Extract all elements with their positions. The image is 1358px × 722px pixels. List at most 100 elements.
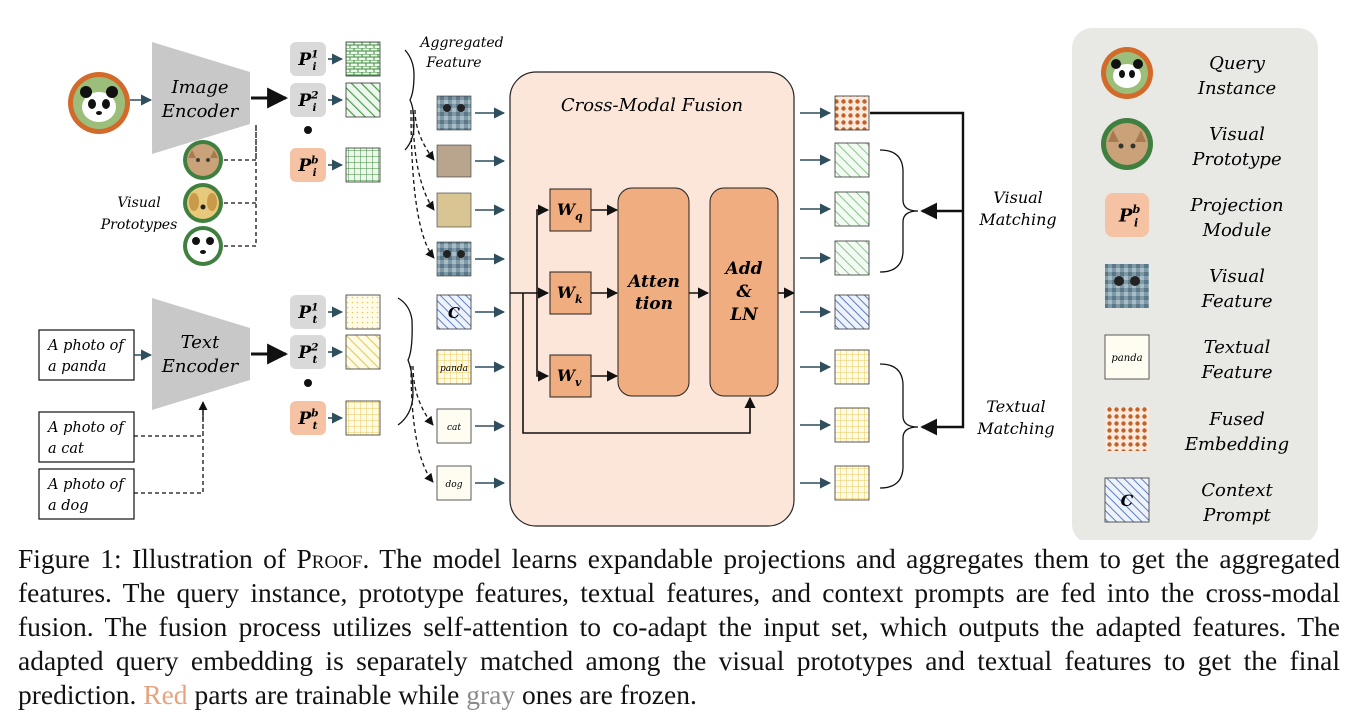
visual-matching-label-1: Visual: [993, 188, 1043, 207]
svg-text:Textual: Textual: [1204, 337, 1271, 358]
svg-text:Visual: Visual: [1209, 266, 1265, 287]
visual-matching-label-2: Matching: [978, 210, 1056, 229]
proof-architecture-diagram: Cross-Modal Fusion Image Encoder Visual …: [38, 28, 1318, 540]
svg-text:Context: Context: [1201, 480, 1273, 501]
visual-prototypes-label-1: Visual: [117, 195, 160, 211]
cat-visual-feature: [436, 144, 472, 178]
svg-text:A photo of: A photo of: [46, 420, 126, 436]
svg-text:A photo of: A photo of: [46, 338, 126, 354]
fused-embedding-icon: [1105, 407, 1149, 451]
adapted-textual-feature-3: [834, 465, 870, 501]
svg-text:A photo of: A photo of: [46, 477, 126, 493]
svg-text:a dog: a dog: [48, 498, 89, 514]
text-input-3: A photo of a dog: [38, 468, 135, 520]
cat-photo-icon: [1101, 118, 1153, 170]
attention-block: [617, 187, 690, 397]
svg-text:P1t: P1t: [297, 301, 318, 326]
panda-visual-feature: [436, 241, 472, 277]
text-encoder-label-2: Encoder: [161, 356, 240, 377]
svg-text:Instance: Instance: [1197, 78, 1276, 99]
caption-body: . The model learns expandable projection…: [18, 543, 1341, 710]
image-projection-ellipsis: [304, 126, 312, 134]
svg-text:P2i: P2i: [297, 89, 318, 114]
svg-text:Fused: Fused: [1208, 409, 1265, 430]
image-encoder: [152, 42, 250, 154]
text-input-2: A photo of a cat: [38, 411, 135, 463]
add-ln-label-1: Add: [724, 259, 763, 279]
attention-label-2: tion: [635, 294, 673, 314]
svg-text:Pbi: Pbi: [297, 154, 318, 179]
textual-matching-label-1: Textual: [986, 397, 1045, 416]
text-encoder-label-1: Text: [181, 332, 220, 353]
class-token-cat: cat: [436, 408, 472, 444]
adapted-visual-feature-1: [834, 142, 870, 178]
panda-photo-icon: [1101, 47, 1153, 99]
add-ln-block: [709, 187, 779, 397]
svg-text:a panda: a panda: [48, 359, 106, 375]
svg-text:Pbi: Pbi: [1118, 203, 1141, 230]
svg-text:Visual: Visual: [1209, 124, 1265, 145]
add-ln-label-3: LN: [729, 305, 759, 325]
cat-prototype-icon: [183, 140, 223, 180]
svg-text:P1i: P1i: [297, 48, 318, 73]
caption-end: ones are frozen.: [522, 679, 697, 710]
fusion-title: Cross-Modal Fusion: [561, 95, 743, 116]
context-prompt-feature: C: [436, 294, 472, 330]
svg-text:Prompt: Prompt: [1202, 505, 1271, 526]
svg-text:panda: panda: [440, 364, 468, 374]
text-encoder: [152, 298, 250, 410]
caption-method-name: Proof: [296, 543, 363, 574]
image-encoder-label-1: Image: [170, 77, 228, 98]
query-panda-icon: [68, 72, 130, 134]
svg-text:Embedding: Embedding: [1184, 434, 1289, 455]
fused-query-embedding: [834, 95, 870, 131]
svg-text:Projection: Projection: [1189, 195, 1283, 216]
caption-gray-word: gray: [466, 679, 516, 710]
aggregated-feature-label-2: Feature: [425, 55, 481, 71]
visual-feature-icon: [1105, 264, 1149, 308]
svg-text:Wk: Wk: [557, 283, 583, 306]
adapted-context-prompt: [834, 294, 870, 330]
aggregated-feature-label-1: Aggregated: [418, 35, 503, 51]
textual-feature-icon: panda: [1104, 334, 1150, 380]
text-projection-ellipsis: [304, 379, 312, 387]
figure-caption: Figure 1: Illustration of Proof. The mod…: [18, 542, 1340, 712]
query-visual-feature: [436, 95, 472, 131]
visual-prototypes-label-2: Prototypes: [100, 217, 178, 233]
panda-prototype-icon: [183, 226, 223, 266]
svg-text:a cat: a cat: [48, 441, 84, 457]
image-encoder-label-2: Encoder: [161, 101, 240, 122]
svg-text:panda: panda: [1111, 353, 1142, 364]
dog-prototype-icon: [183, 183, 223, 223]
svg-text:Wq: Wq: [557, 200, 583, 223]
class-token-features: panda cat dog: [436, 349, 472, 501]
class-token-dog: dog: [436, 465, 472, 501]
svg-text:C: C: [448, 304, 460, 322]
text-input-1: A photo of a panda: [38, 329, 135, 381]
adapted-visual-feature-2: [834, 191, 870, 227]
adapted-textual-feature-2: [834, 407, 870, 443]
caption-pre: Illustration of: [132, 543, 287, 574]
add-ln-label-2: &: [736, 282, 752, 302]
context-prompt-icon: C: [1104, 477, 1150, 523]
textual-matching-label-2: Matching: [976, 419, 1054, 438]
svg-text:Feature: Feature: [1201, 362, 1273, 383]
weight-v: Wv: [549, 354, 592, 398]
svg-text:C: C: [1121, 491, 1134, 510]
